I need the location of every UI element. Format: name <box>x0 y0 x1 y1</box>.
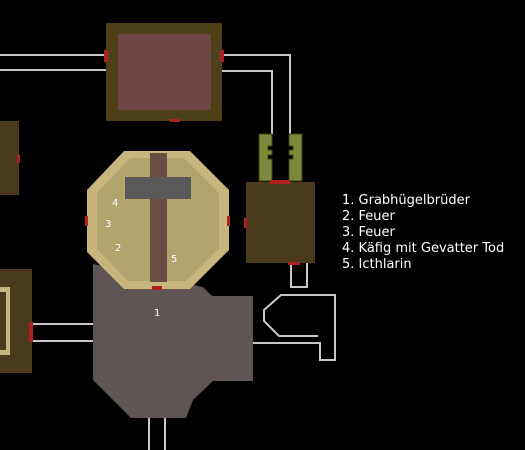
corridor-right-room-down <box>290 263 308 288</box>
room-number-2: 2 <box>115 243 121 254</box>
pillar-right <box>288 133 303 182</box>
room-number-1: 1 <box>154 308 160 319</box>
door-marker <box>170 119 180 122</box>
octagon-bar <box>125 177 191 199</box>
room-number-4: 4 <box>112 198 118 209</box>
legend-item: 2. Feuer <box>342 209 395 224</box>
door-marker <box>17 155 20 163</box>
door-marker <box>85 216 88 226</box>
door-marker <box>270 180 290 184</box>
room-number-labels: 1 2 3 4 5 <box>105 198 177 319</box>
room-number-3: 3 <box>105 219 111 230</box>
pillars <box>258 133 303 182</box>
legend-item: 1. Grabhügelbrüder <box>342 193 470 208</box>
room-right <box>244 180 315 265</box>
main-hall <box>93 264 253 418</box>
map-legend: 1. Grabhügelbrüder 2. Feuer 3. Feuer 4. … <box>342 193 504 273</box>
legend-item: 3. Feuer <box>342 225 395 240</box>
corridor-top-right-outer <box>222 54 291 134</box>
octagon-beam <box>150 153 167 282</box>
corridors <box>0 54 336 450</box>
room-number-5: 5 <box>171 254 177 265</box>
door-marker <box>104 50 108 62</box>
room-left-upper <box>0 121 20 195</box>
legend-item: 4. Käfig mit Gevatter Tod <box>342 241 505 256</box>
door-marker <box>29 322 33 342</box>
door-marker <box>244 218 247 228</box>
room-left-lower <box>0 269 33 373</box>
legend-item: 5. Icthlarin <box>342 257 412 272</box>
room-top <box>104 23 224 122</box>
corridor-top-right-inner <box>222 70 273 134</box>
corridor-hook <box>253 294 336 361</box>
pillar-left <box>258 133 273 182</box>
door-marker <box>227 216 230 226</box>
door-marker <box>220 50 224 62</box>
door-marker <box>152 286 162 290</box>
door-marker <box>288 262 300 265</box>
octagon-room <box>85 151 230 290</box>
